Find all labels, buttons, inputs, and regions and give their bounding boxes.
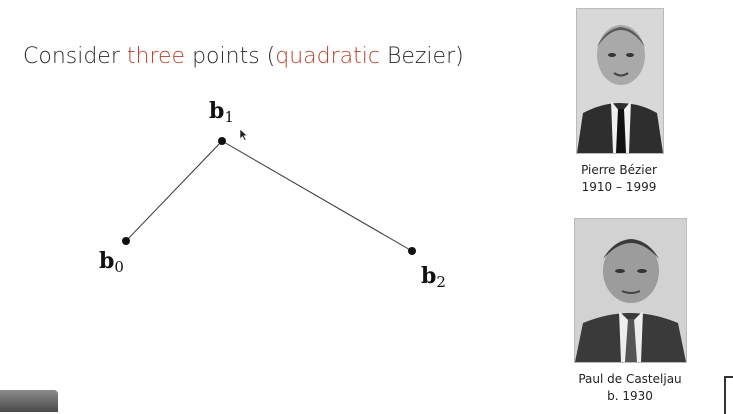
segment-b0-b1 — [125, 140, 223, 242]
label-b2: b2 — [421, 263, 446, 291]
portrait-photo-icon — [577, 9, 663, 153]
person-name: Pierre Bézier — [581, 163, 657, 177]
title-suffix: Bezier) — [379, 44, 464, 69]
caption-paul-de-casteljau: Paul de Casteljau b. 1930 — [566, 371, 694, 405]
mouse-cursor-icon — [239, 128, 248, 141]
portrait-pierre-bezier — [576, 8, 664, 154]
portrait-photo-icon — [575, 219, 686, 362]
point-b2[interactable] — [408, 247, 416, 255]
point-b0[interactable] — [122, 237, 130, 245]
title-accent-quadratic: quadratic — [275, 44, 380, 69]
person-dates: 1910 – 1999 — [581, 180, 657, 194]
video-thumbnail-corner — [0, 390, 58, 412]
label-b1: b1 — [209, 98, 234, 126]
segment-b1-b2 — [221, 140, 413, 252]
point-b1[interactable] — [218, 137, 226, 145]
title-prefix: Consider — [23, 44, 127, 69]
caption-pierre-bezier: Pierre Bézier 1910 – 1999 — [566, 162, 672, 196]
label-b0: b0 — [99, 248, 124, 276]
slide-title: Consider three points (quadratic Bezier) — [23, 44, 464, 69]
portrait-paul-de-casteljau — [574, 218, 687, 363]
edge-bracket-icon — [724, 376, 733, 414]
person-dates: b. 1930 — [607, 389, 653, 403]
title-mid: points ( — [185, 44, 276, 69]
person-name: Paul de Casteljau — [578, 372, 682, 386]
title-accent-three: three — [126, 44, 186, 69]
